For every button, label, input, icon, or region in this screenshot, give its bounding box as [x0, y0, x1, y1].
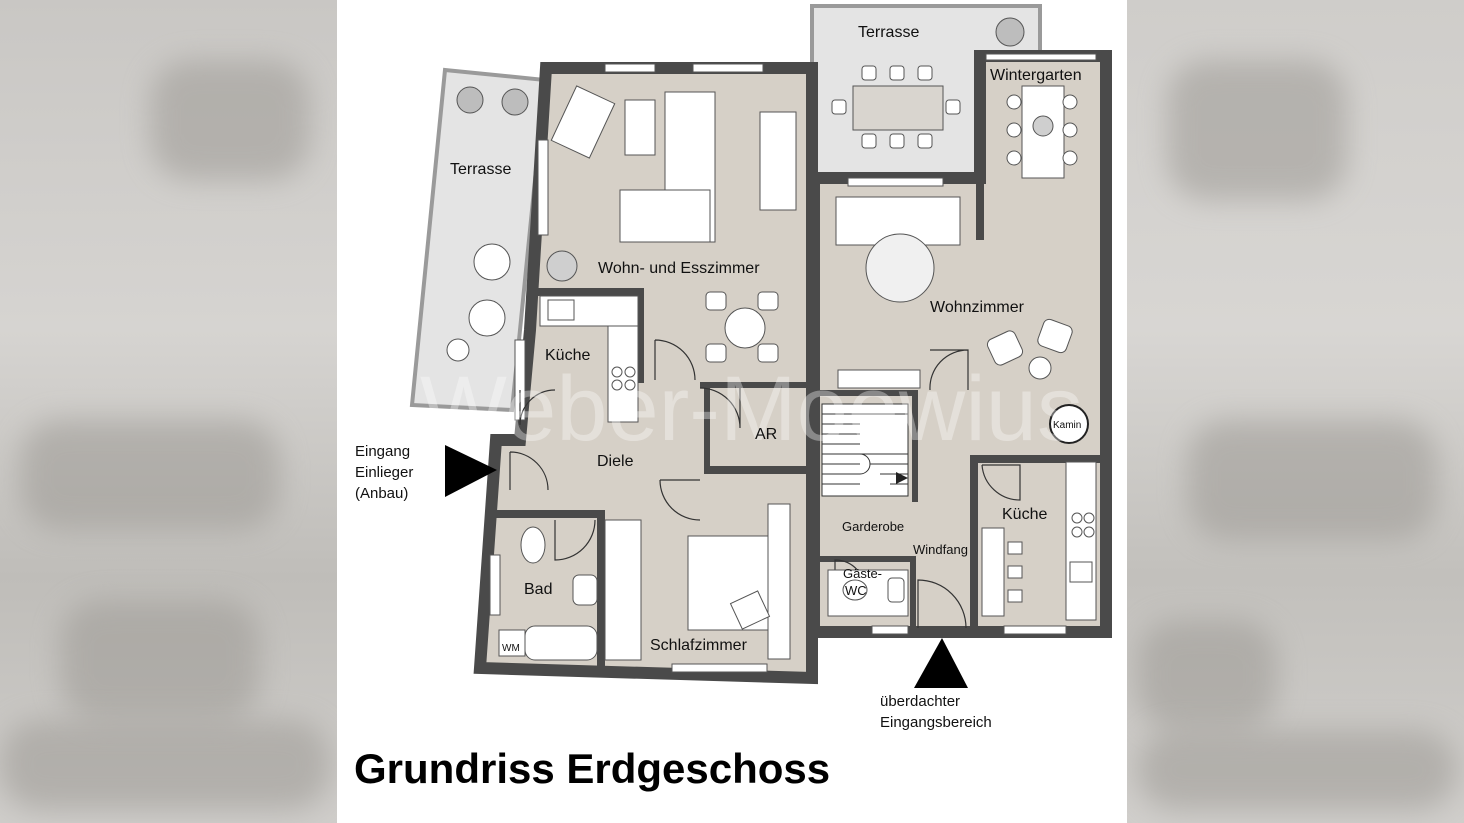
wall-ar-bottom [704, 466, 808, 474]
wall-kitchen-top [530, 288, 643, 296]
blurred-background-left [0, 0, 337, 823]
main-floor-left [473, 62, 818, 685]
furniture-bad [498, 526, 598, 661]
wall-bad-top [495, 510, 605, 518]
wall-kitchen-right [637, 288, 644, 383]
wall-ar-left [704, 388, 710, 468]
entrance-bottom-line-2: Eingangsbereich [880, 714, 992, 731]
wall-stairs-top [818, 390, 918, 396]
window [489, 554, 501, 616]
entrance-left-arrow [445, 445, 497, 497]
wall-ar-top [700, 382, 808, 388]
central-wall [806, 176, 820, 636]
wall-kueche-right-left [970, 455, 978, 635]
furniture-schlafzimmer [604, 503, 791, 661]
entrance-left-line-2: Einlieger [355, 464, 414, 481]
terrace-left-area [409, 67, 548, 413]
label-schlafzimmer: Schlafzimmer [650, 637, 748, 654]
label-ar: AR [755, 426, 777, 443]
doors [509, 339, 1021, 629]
entrance-bottom-note: überdachter Eingangsbereich [880, 691, 992, 733]
wall-wc-right [910, 556, 916, 632]
label-diele: Diele [597, 453, 634, 470]
furniture-wohnzimmer [835, 196, 1089, 444]
label-garderobe: Garderobe [842, 519, 904, 534]
window [871, 625, 909, 635]
label-bad: Bad [524, 581, 552, 598]
furniture-terrace-left [446, 86, 529, 362]
furniture-terrace-top [831, 17, 1025, 149]
blurred-background-right [1127, 0, 1464, 823]
window [604, 63, 656, 73]
label-kueche-left: Küche [545, 347, 590, 364]
window [537, 139, 549, 236]
label-gaeste-wc-1: Gäste- [843, 566, 882, 581]
wall-bad-right [597, 510, 605, 670]
label-wohn-esszimmer: Wohn- und Esszimmer [598, 260, 760, 277]
window [847, 177, 944, 187]
label-wohnzimmer: Wohnzimmer [930, 299, 1025, 316]
furniture-kueche-left [539, 295, 639, 423]
wall-kueche-right-top [970, 455, 1106, 463]
label-wintergarten: Wintergarten [990, 67, 1082, 84]
label-terrasse-top: Terrasse [858, 24, 919, 41]
window [671, 663, 768, 673]
furniture-kueche-right [981, 461, 1097, 621]
wall-wc-top [818, 556, 914, 562]
window [692, 63, 764, 73]
staircase [821, 403, 909, 497]
label-kueche-right: Küche [1002, 506, 1047, 523]
furniture-wohn-esszimmer [546, 85, 797, 363]
wall-wintergarten [976, 60, 984, 240]
window [1003, 625, 1067, 635]
label-gaeste-wc-2: WC [845, 583, 867, 598]
watermark: Weber-Moewius [420, 358, 1083, 460]
label-kamin: Kamin [1053, 420, 1081, 431]
entrance-left-line-3: (Anbau) [355, 485, 409, 502]
label-wm: WM [502, 643, 520, 654]
entrance-bottom-arrow [914, 638, 968, 688]
wall-stairs-right [912, 390, 918, 502]
furniture-wintergarten [1006, 85, 1078, 179]
page-title: Grundriss Erdgeschoss [354, 745, 831, 792]
window [985, 53, 1097, 61]
furniture-gaeste-wc [827, 569, 909, 617]
label-terrasse-left: Terrasse [450, 161, 511, 178]
entrance-bottom-line-1: überdachter [880, 693, 961, 710]
entrance-left-line-1: Eingang [355, 443, 411, 460]
label-windfang: Windfang [913, 542, 968, 557]
entrance-left-note: Eingang Einlieger (Anbau) [355, 441, 413, 504]
